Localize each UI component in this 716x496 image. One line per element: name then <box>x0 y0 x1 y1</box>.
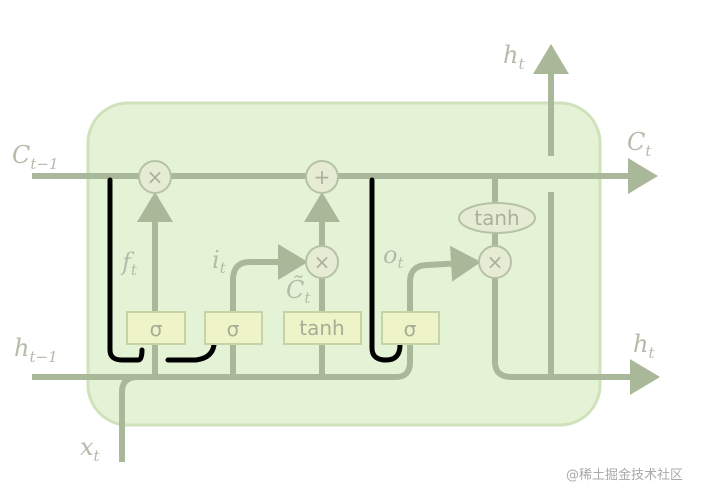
input-multiply-op: × <box>305 245 339 279</box>
svg-text:σ: σ <box>227 317 240 341</box>
x-input-line <box>119 374 139 462</box>
forget-sigmoid-gate: σ <box>126 311 186 345</box>
peephole-output <box>369 177 403 363</box>
label-h-out-top: ht <box>503 41 525 73</box>
cell-add-op: + <box>305 160 339 194</box>
label-c-next: Ct <box>627 128 652 160</box>
watermark: @稀土掘金技术社区 <box>566 468 684 483</box>
svg-text:tanh: tanh <box>299 316 344 340</box>
label-input: it <box>212 246 227 277</box>
input-gate-line <box>230 244 308 377</box>
label-candidate: C̃t <box>286 276 311 307</box>
svg-text:tanh: tanh <box>474 206 519 230</box>
svg-text:σ: σ <box>404 317 417 341</box>
svg-text:×: × <box>314 250 331 274</box>
peephole-forget <box>107 177 145 363</box>
label-x-input: xt <box>80 433 101 465</box>
output-sigmoid-gate: σ <box>381 311 440 345</box>
label-h-out-right: ht <box>633 330 655 362</box>
svg-text:σ: σ <box>150 317 163 341</box>
svg-text:×: × <box>487 250 504 274</box>
hidden-input-line <box>32 343 413 380</box>
input-sigmoid-gate: σ <box>204 311 263 345</box>
output-multiply-op: × <box>478 245 512 279</box>
hidden-output-line <box>492 278 660 395</box>
candidate-tanh-gate: tanh <box>283 311 362 345</box>
output-tanh-op: tanh <box>458 202 536 234</box>
label-output: ot <box>383 241 404 272</box>
svg-text:×: × <box>147 165 164 189</box>
peephole-input <box>165 342 217 363</box>
forget-multiply-op: × <box>138 160 172 194</box>
label-c-prev: Ct−1 <box>12 141 59 173</box>
svg-text:+: + <box>314 165 331 189</box>
label-h-prev: ht−1 <box>14 334 58 366</box>
output-gate-line <box>407 245 481 312</box>
